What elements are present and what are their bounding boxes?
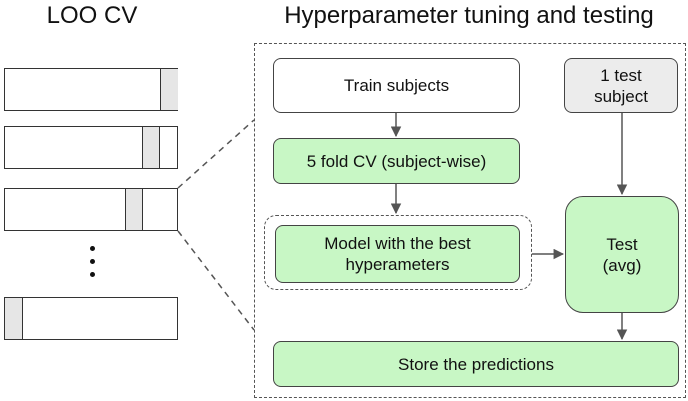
- fold-bar-last: [4, 297, 178, 340]
- one-test-subject-box: 1 test subject: [564, 58, 678, 113]
- fold-bar-3: [4, 188, 178, 231]
- train-subjects-label: Train subjects: [343, 76, 450, 95]
- store-predictions-label: Store the predictions: [398, 354, 554, 374]
- fold-test-segment-1: [160, 69, 178, 110]
- tuning-title: Hyperparameter tuning and testing: [284, 2, 654, 29]
- train-subjects-box: Train subjects: [273, 58, 520, 113]
- vertical-ellipsis: [86, 246, 98, 286]
- loo-cv-title: LOO CV: [46, 2, 138, 29]
- store-predictions-box: Store the predictions: [273, 341, 679, 387]
- zoom-line-top: [177, 119, 255, 189]
- fold-test-segment-last: [5, 298, 23, 339]
- test-avg-label: Test (avg): [602, 234, 642, 275]
- test-avg-box: Test (avg): [565, 196, 679, 313]
- five-fold-cv-label: 5 fold CV (subject-wise): [306, 151, 487, 171]
- fold-test-segment-2: [142, 127, 160, 168]
- fold-bar-1: [4, 68, 178, 111]
- one-test-subject-label: 1 test subject: [594, 65, 648, 106]
- best-model-group: [264, 215, 532, 290]
- best-model-box: Model with the best hyperameters: [275, 225, 520, 283]
- tuning-panel: [254, 43, 686, 398]
- fold-test-segment-3: [125, 189, 143, 230]
- fold-bar-2: [4, 126, 178, 169]
- zoom-line-bottom: [177, 230, 255, 331]
- best-model-label: Model with the best hyperameters: [324, 234, 471, 274]
- five-fold-cv-box: 5 fold CV (subject-wise): [273, 138, 520, 184]
